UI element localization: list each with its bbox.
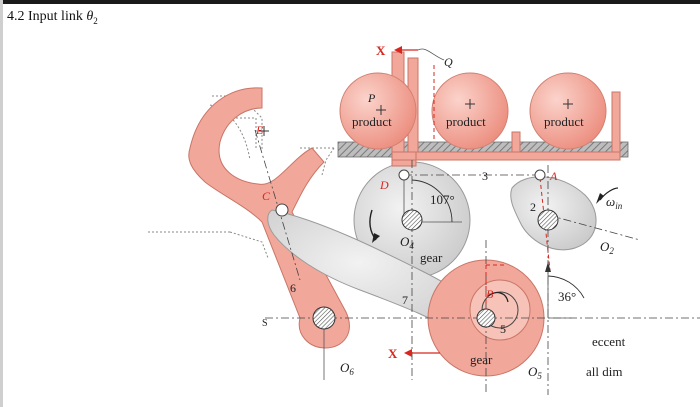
diagram-labels: product product product P Q E C D A B X … — [255, 43, 626, 381]
section-title-text: 4.2 Input link — [7, 9, 83, 24]
x-arrow-top-head — [394, 46, 402, 54]
label-e: E — [255, 123, 264, 137]
label-omega-in: ωin — [606, 194, 623, 211]
label-link-7: 7 — [402, 293, 408, 307]
label-d: D — [379, 178, 389, 192]
label-link-6: 6 — [290, 281, 296, 295]
b-rotation-arrow — [487, 292, 509, 303]
pin-a — [534, 169, 546, 181]
label-gear-2: gear — [470, 352, 493, 367]
omega-arrowhead — [596, 193, 604, 204]
pin-d — [398, 169, 410, 181]
product-ball-3 — [529, 72, 607, 150]
label-link-5: 5 — [500, 322, 506, 336]
theta-symbol: θ — [86, 9, 94, 24]
angle-36-arc — [547, 275, 585, 299]
label-x-bottom: X — [388, 346, 398, 361]
pin-c — [275, 203, 289, 217]
label-link-2: 2 — [530, 200, 536, 214]
label-q: Q — [444, 55, 453, 69]
q-leader — [417, 48, 445, 61]
label-o6: O6 — [340, 360, 354, 377]
product-label-1: product — [352, 114, 392, 129]
pin-o2 — [537, 209, 559, 231]
center-crosses — [259, 99, 573, 136]
product-ball-2 — [431, 72, 509, 150]
pin-o5 — [476, 308, 496, 328]
tray-divider-1 — [511, 131, 521, 153]
tray-divider-2 — [611, 91, 621, 153]
product-label-3: product — [544, 114, 584, 129]
x-arrow-bottom-head — [404, 349, 412, 357]
label-o4: O4 — [400, 234, 414, 251]
label-eccent: eccent — [592, 334, 626, 349]
label-x-top: X — [376, 43, 386, 58]
top-border — [0, 0, 700, 4]
label-a: A — [549, 169, 558, 183]
label-link-3: 3 — [482, 169, 488, 183]
label-c: C — [262, 189, 271, 203]
left-border — [0, 0, 3, 407]
angle-36-arrow — [545, 262, 551, 272]
label-angle-107: 107° — [430, 192, 455, 207]
theta-subscript: 2 — [93, 15, 98, 26]
gear-rotation-arrowhead — [372, 233, 380, 243]
label-p: P — [367, 91, 376, 105]
label-s: S — [262, 318, 268, 329]
product-label-2: product — [446, 114, 486, 129]
label-all-dim: all dim — [586, 364, 622, 379]
pin-o6 — [312, 306, 336, 330]
pin-o4 — [401, 209, 423, 231]
label-o2: O2 — [600, 239, 614, 256]
section-title: 4.2 Input link θ2 — [7, 9, 98, 26]
angle-107-arc — [411, 179, 453, 223]
label-angle-36: 36° — [558, 289, 576, 304]
label-gear-1: gear — [420, 250, 443, 265]
label-o5: O5 — [528, 364, 542, 381]
label-b: B — [486, 287, 494, 301]
product-ball-1 — [339, 72, 417, 150]
pins — [275, 169, 559, 330]
